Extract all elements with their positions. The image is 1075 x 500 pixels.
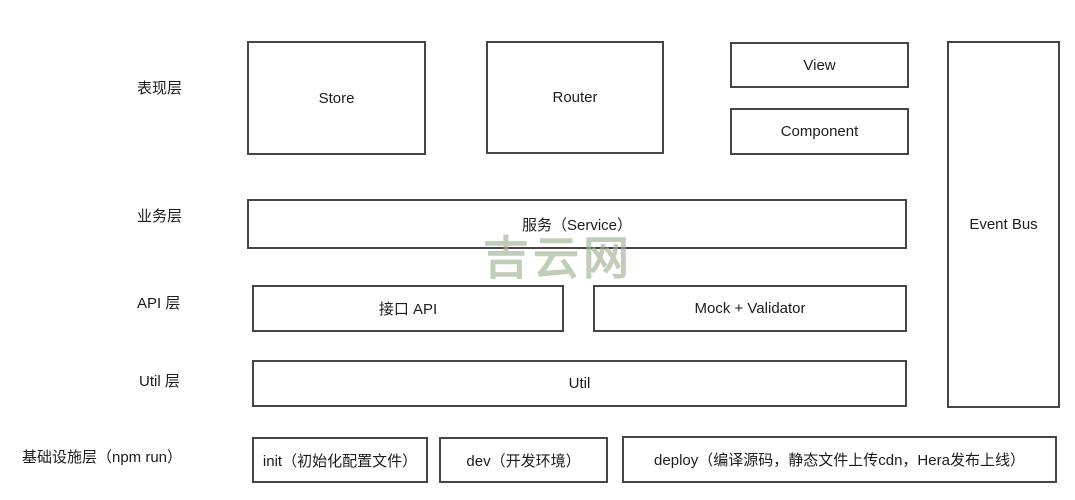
event-bus-box: Event Bus <box>947 41 1060 408</box>
component-box: Component <box>730 108 909 155</box>
layer-label-api: API 层 <box>137 295 181 312</box>
view-box: View <box>730 42 909 88</box>
mock-validator-box: Mock + Validator <box>593 285 907 332</box>
api-box: 接口 API <box>252 285 564 332</box>
layer-label-util: Util 层 <box>139 373 180 390</box>
router-box: Router <box>486 41 664 154</box>
layer-label-presentation: 表现层 <box>137 80 183 97</box>
service-box: 服务（Service） <box>247 199 907 249</box>
init-script-box: init（初始化配置文件） <box>252 437 428 483</box>
dev-script-box: dev（开发环境） <box>439 437 608 483</box>
util-box: Util <box>252 360 907 407</box>
layer-label-business: 业务层 <box>137 208 183 225</box>
store-box: Store <box>247 41 426 155</box>
layer-label-infrastructure: 基础设施层（npm run） <box>22 449 183 466</box>
deploy-script-box: deploy（编译源码，静态文件上传cdn，Hera发布上线） <box>622 436 1057 483</box>
